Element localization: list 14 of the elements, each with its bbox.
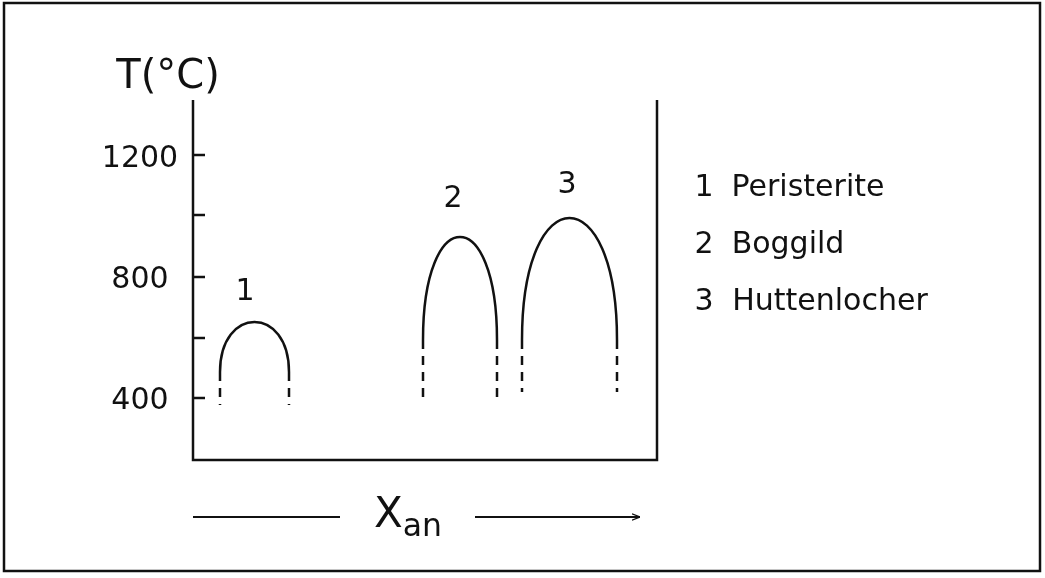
curve-number: 3 [557,168,577,198]
curve-number: 2 [443,182,463,212]
legend-number: 2 [694,228,714,258]
tick-label: 800 [111,263,169,293]
axis-title: X$_{an}$ [373,492,443,542]
curve-number: 1 [235,275,255,305]
legend-text: Boggild [731,228,845,258]
legend-number: 1 [694,171,714,201]
axis-title: T(°C) [116,54,220,94]
legend-number: 3 [694,285,714,315]
legend-text: Peristerite [731,171,885,201]
tick-label: 1200 [101,142,179,172]
tick-label: 400 [111,384,169,414]
legend-text: Huttenlocher [732,285,928,315]
